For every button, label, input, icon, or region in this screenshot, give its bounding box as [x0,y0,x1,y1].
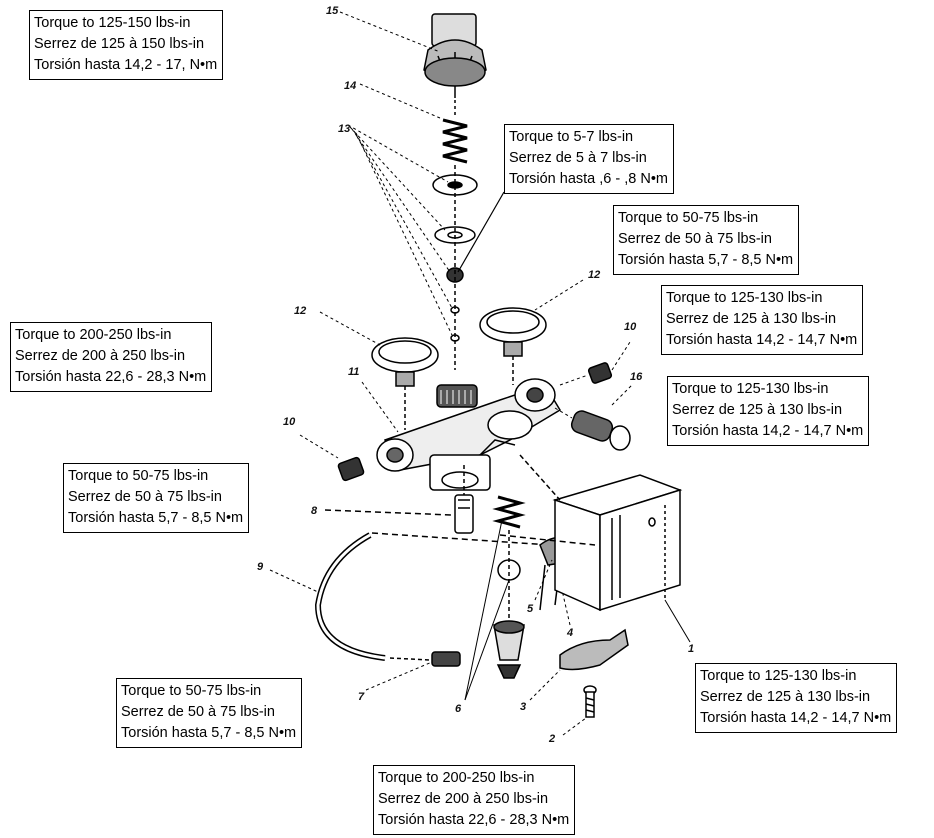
regulator-body [376,378,562,491]
part-label-7: 7 [358,691,365,703]
callout-line-fr: Serrez de 125 à 130 lbs-in [672,402,843,418]
part-10-fitting-right [559,341,631,386]
callout-line-fr: Serrez de 125 à 130 lbs-in [700,689,871,705]
part-label-8: 8 [311,505,318,517]
callout-line-es: Torsión hasta 5,7 - 8,5 N•m [68,510,244,526]
callout-line-en: Torque to 125-130 lbs-in [672,381,829,397]
part-9-tubing [269,532,551,661]
callout-leaders [457,191,505,273]
part-label-3: 3 [520,701,526,713]
callout-line-fr: Serrez de 50 à 75 lbs-in [68,489,222,505]
torque-callout-gauge-right: Torque to 50-75 lbs-in Serrez de 50 à 75… [613,205,800,275]
callout-line-es: Torsión hasta 14,2 - 17, N•m [34,57,218,73]
callout-line-en: Torque to 50-75 lbs-in [618,210,759,226]
callout-line-es: Torsión hasta 5,7 - 8,5 N•m [121,725,297,741]
torque-callout-fitting-right: Torque to 125-130 lbs-in Serrez de 125 à… [661,285,864,355]
torque-callout-spring-cup: Torque to 200-250 lbs-in Serrez de 200 à… [373,765,576,835]
part-15-leader [339,11,441,53]
callout-line-en: Torque to 200-250 lbs-in [378,770,535,786]
part-11-leader [361,381,399,433]
callout-line-en: Torque to 125-130 lbs-in [700,668,857,684]
part-label-10-right: 10 [624,321,637,333]
part-8-connector [324,465,474,534]
part-12-gauge-right [479,279,584,385]
callout-line-en: Torque to 50-75 lbs-in [121,683,262,699]
callout-line-es: Torsión hasta 5,7 - 8,5 N•m [618,252,794,268]
callout-line-es: Torsión hasta 14,2 - 14,7 N•m [700,710,892,726]
part-label-2: 2 [548,733,555,745]
part-3-clip [529,628,629,701]
callout-line-es: Torsión hasta 14,2 - 14,7 N•m [672,423,864,439]
part-label-16: 16 [630,371,643,383]
part-10-fitting-left [299,434,365,482]
part-label-5: 5 [527,603,534,615]
part-label-4: 4 [566,627,573,639]
callout-line-en: Torque to 125-150 lbs-in [34,15,191,31]
torque-callout-gauge-left: Torque to 200-250 lbs-in Serrez de 200 à… [10,322,213,392]
filter-cartridge [436,384,478,408]
torque-callout-tube-fitting: Torque to 50-75 lbs-in Serrez de 50 à 75… [116,678,303,748]
part-label-13: 13 [338,123,350,135]
part-label-6: 6 [455,703,462,715]
callout-line-en: Torque to 5-7 lbs-in [509,129,634,145]
part-6-spring-cup [464,495,526,701]
callout-line-fr: Serrez de 125 à 130 lbs-in [666,311,837,327]
torque-callout-valve: Torque to 125-130 lbs-in Serrez de 125 à… [667,376,870,446]
callout-line-es: Torsión hasta ,6 - ,8 N•m [509,171,668,187]
part-12-gauge-left [319,311,439,430]
callout-line-fr: Serrez de 50 à 75 lbs-in [121,704,275,720]
callout-line-es: Torsión hasta 22,6 - 28,3 N•m [378,812,570,828]
part-14-spring [442,100,468,164]
part-1-housing [499,454,691,643]
part-label-10-left: 10 [283,416,296,428]
callout-line-en: Torque to 125-130 lbs-in [666,290,823,306]
part-label-15: 15 [326,5,339,17]
callout-line-es: Torsión hasta 22,6 - 28,3 N•m [15,369,207,385]
part-label-12-right: 12 [588,269,600,281]
callout-line-fr: Serrez de 200 à 250 lbs-in [378,791,549,807]
part-7-fitting [365,651,461,691]
part-13-diaphragm-set [347,124,478,370]
part-label-14: 14 [344,80,356,92]
part-15-cap [423,13,487,98]
part-label-1: 1 [688,643,694,655]
part-2-screw [562,685,597,736]
part-16-valve [554,384,633,451]
callout-line-fr: Serrez de 50 à 75 lbs-in [618,231,772,247]
part-label-11: 11 [348,366,359,378]
callout-line-fr: Serrez de 200 à 250 lbs-in [15,348,186,364]
part-number-labels: 15 14 13 12 12 11 10 10 16 8 9 7 6 5 4 3… [257,5,694,745]
callout-line-en: Torque to 50-75 lbs-in [68,468,209,484]
part-label-9: 9 [257,561,264,573]
torque-callout-diaphragm-nut: Torque to 5-7 lbs-in Serrez de 5 à 7 lbs… [504,124,674,194]
part-14-leader [359,83,441,119]
callout-line-es: Torsión hasta 14,2 - 14,7 N•m [666,332,858,348]
callout-line-fr: Serrez de 125 à 150 lbs-in [34,36,205,52]
callout-line-fr: Serrez de 5 à 7 lbs-in [509,150,647,166]
callout-line-en: Torque to 200-250 lbs-in [15,327,172,343]
torque-callout-fitting-left: Torque to 50-75 lbs-in Serrez de 50 à 75… [63,463,250,533]
part-label-12-left: 12 [294,305,306,317]
torque-callout-housing: Torque to 125-130 lbs-in Serrez de 125 à… [695,663,898,733]
torque-callout-cap: Torque to 125-150 lbs-in Serrez de 125 à… [29,10,224,80]
